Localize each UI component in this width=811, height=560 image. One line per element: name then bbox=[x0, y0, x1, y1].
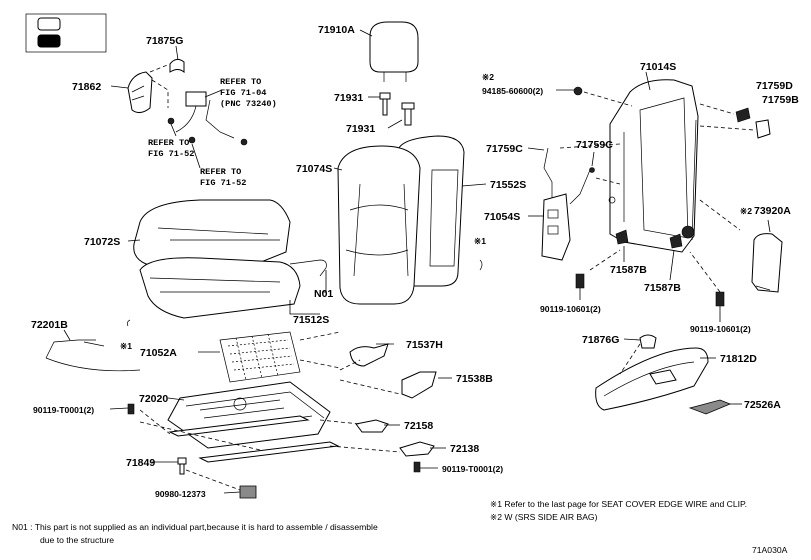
cover-72158-part bbox=[355, 419, 400, 433]
wire-71759C-left bbox=[527, 147, 553, 212]
bolt-90119-T0001-right bbox=[413, 461, 438, 473]
diagram-code: 71A030A bbox=[752, 545, 788, 555]
label-90119-10601-left: 90119-10601(2) bbox=[540, 304, 601, 314]
cover-71862-part bbox=[110, 71, 153, 114]
mark-k2-73920A: ※2 bbox=[740, 206, 752, 216]
cover-71876G-part bbox=[623, 334, 657, 349]
label-71512S: 71512S bbox=[293, 314, 329, 326]
label-90119-10601-right: 90119-10601(2) bbox=[690, 324, 751, 334]
cover-72138-part bbox=[399, 441, 446, 457]
mark-k1-left: ※1 bbox=[120, 341, 132, 351]
label-71759D: 71759D bbox=[756, 80, 793, 92]
side-airbag-part bbox=[751, 219, 783, 293]
wire-71759C-right bbox=[569, 151, 595, 205]
clip-71759B bbox=[755, 119, 771, 139]
label-94185-60600: 94185-60600(2) bbox=[482, 86, 543, 96]
seatback-cover-part bbox=[333, 145, 421, 305]
bolt-90119-10601-left bbox=[575, 273, 585, 300]
label-72138: 72138 bbox=[450, 443, 479, 455]
mark-k2-94185: ※2 bbox=[482, 72, 494, 82]
label-90980-12373: 90980-12373 bbox=[155, 489, 206, 499]
footnote-n01-line2: due to the structure bbox=[40, 535, 114, 545]
label-71587B-upper: 71587B bbox=[610, 264, 647, 276]
seat-cushion-cover-part bbox=[127, 199, 291, 265]
refer-fig-71-52-a-line2: FIG 71-52 bbox=[148, 149, 194, 159]
footnote-k1: ※1 Refer to the last page for SEAT COVER… bbox=[490, 499, 747, 509]
mark-k1-right: ※1 bbox=[474, 236, 486, 246]
harness-part bbox=[167, 89, 248, 169]
seat-spring-part bbox=[198, 331, 301, 383]
label-72201B: 72201B bbox=[31, 319, 68, 331]
refer-fig-71-04-line1: REFER TO bbox=[220, 77, 261, 87]
label-71759C-left: 71759C bbox=[486, 143, 523, 155]
label-71538B: 71538B bbox=[456, 373, 493, 385]
clip-71759D bbox=[735, 107, 751, 123]
label-71931-upper: 71931 bbox=[334, 92, 363, 104]
label-90119-T0001-right: 90119-T0001(2) bbox=[442, 464, 503, 474]
label-71072S: 71072S bbox=[84, 236, 120, 248]
label-71875G: 71875G bbox=[146, 35, 183, 47]
label-71054S: 71054S bbox=[484, 211, 520, 223]
refer-fig-71-52-b-line1: REFER TO bbox=[200, 167, 241, 177]
lumbar-support-part bbox=[528, 193, 571, 261]
label-71537H: 71537H bbox=[406, 339, 443, 351]
bolt-90119-10601-right bbox=[715, 291, 725, 322]
label-71876G: 71876G bbox=[582, 334, 619, 346]
label-72020: 72020 bbox=[139, 393, 168, 405]
headrest-guide-part bbox=[368, 92, 415, 129]
footnote-k2: ※2 W (SRS SIDE AIR BAG) bbox=[490, 512, 598, 522]
label-71812D: 71812D bbox=[720, 353, 757, 365]
label-90119-T0001-left: 90119-T0001(2) bbox=[33, 405, 94, 415]
shield-71812D-part bbox=[595, 347, 716, 411]
seat-adjuster-part bbox=[167, 381, 340, 463]
label-71052A: 71052A bbox=[140, 347, 177, 359]
headrest-part bbox=[359, 21, 419, 82]
label-72158: 72158 bbox=[404, 420, 433, 432]
legend-box bbox=[25, 13, 107, 53]
label-71849: 71849 bbox=[126, 457, 155, 469]
knob-72526A-part bbox=[688, 399, 742, 415]
label-71931-lower: 71931 bbox=[346, 123, 375, 135]
label-71862: 71862 bbox=[72, 81, 101, 93]
label-71910A: 71910A bbox=[318, 24, 355, 36]
cover-71537H-part bbox=[349, 343, 394, 367]
cover-90980-12373 bbox=[223, 485, 257, 499]
refer-fig-71-04-line2: FIG 71-04 bbox=[220, 88, 266, 98]
bracket-71587B-upper bbox=[615, 229, 629, 262]
label-71074S: 71074S bbox=[296, 163, 332, 175]
bolt-90119-T0001-left bbox=[109, 403, 135, 415]
label-71552S: 71552S bbox=[490, 179, 526, 191]
edge-wire-part bbox=[45, 329, 141, 372]
footnote-n01-line1: N01 : This part is not supplied as an in… bbox=[12, 522, 378, 532]
label-71587B-lower: 71587B bbox=[644, 282, 681, 294]
cover-71538B-part bbox=[401, 371, 452, 399]
label-71759C-right: 71759C bbox=[576, 139, 613, 151]
seatback-frame-part bbox=[608, 71, 699, 253]
label-71014S: 71014S bbox=[640, 61, 676, 73]
refer-fig-71-52-a-line1: REFER TO bbox=[148, 138, 189, 148]
label-73920A: 73920A bbox=[754, 205, 791, 217]
seat-cushion-pad-part bbox=[139, 257, 327, 319]
refer-fig-71-04-line3: (PNC 73240) bbox=[220, 99, 277, 109]
bolt-71849 bbox=[152, 457, 187, 475]
nut-94185-60600 bbox=[573, 86, 583, 96]
bracket-71587B-lower bbox=[669, 233, 683, 281]
label-N01: N01 bbox=[314, 288, 333, 300]
refer-fig-71-52-b-line2: FIG 71-52 bbox=[200, 178, 246, 188]
label-71759B: 71759B bbox=[762, 94, 799, 106]
cover-71875G-part bbox=[169, 45, 185, 74]
label-72526A: 72526A bbox=[744, 399, 781, 411]
